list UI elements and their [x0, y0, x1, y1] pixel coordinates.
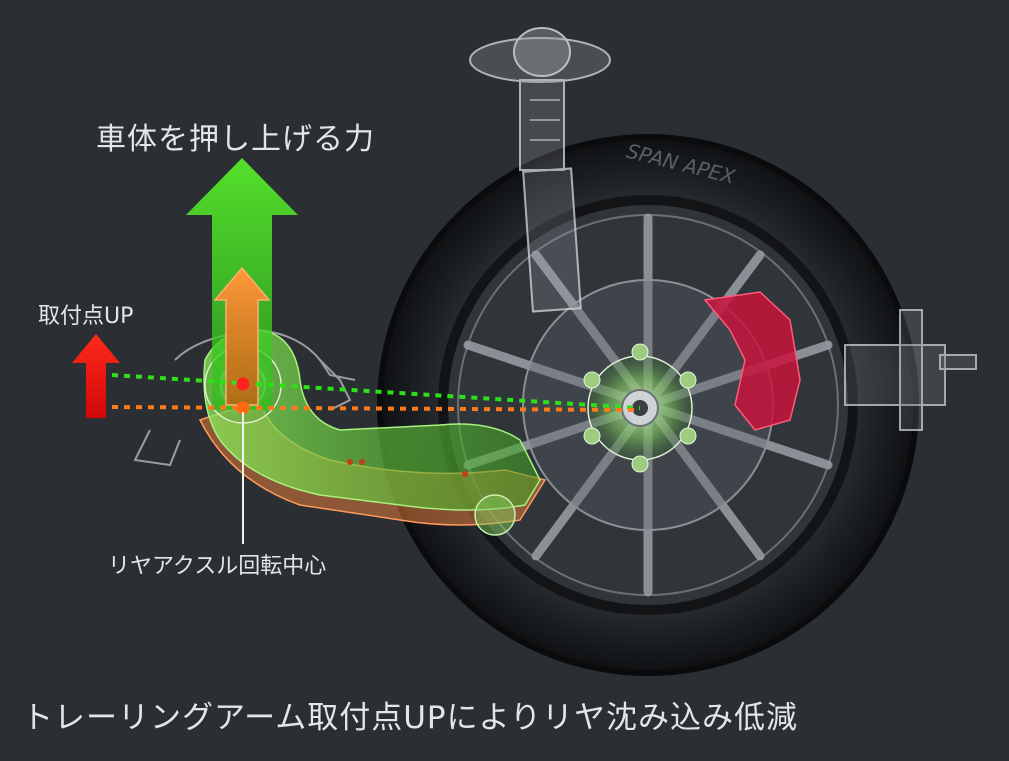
green-dotted-line	[111, 373, 641, 410]
mount-up-label: 取付点UP	[38, 304, 134, 329]
raised-pivot-dot	[236, 377, 250, 391]
orange-dotted-line	[111, 405, 641, 412]
shock-absorber	[469, 27, 611, 313]
caption: トレーリングアーム取付点UPによりリヤ沈み込み低減	[22, 700, 798, 736]
red-up-arrow	[72, 334, 120, 418]
original-pivot-dot	[236, 401, 250, 415]
axle-center-label: リヤアクスル回転中心	[108, 554, 327, 579]
orange-up-arrow	[213, 266, 271, 406]
brake-caliper	[703, 291, 801, 431]
force-label: 車体を押し上げる力	[96, 122, 375, 157]
axle-bracket	[844, 309, 977, 431]
